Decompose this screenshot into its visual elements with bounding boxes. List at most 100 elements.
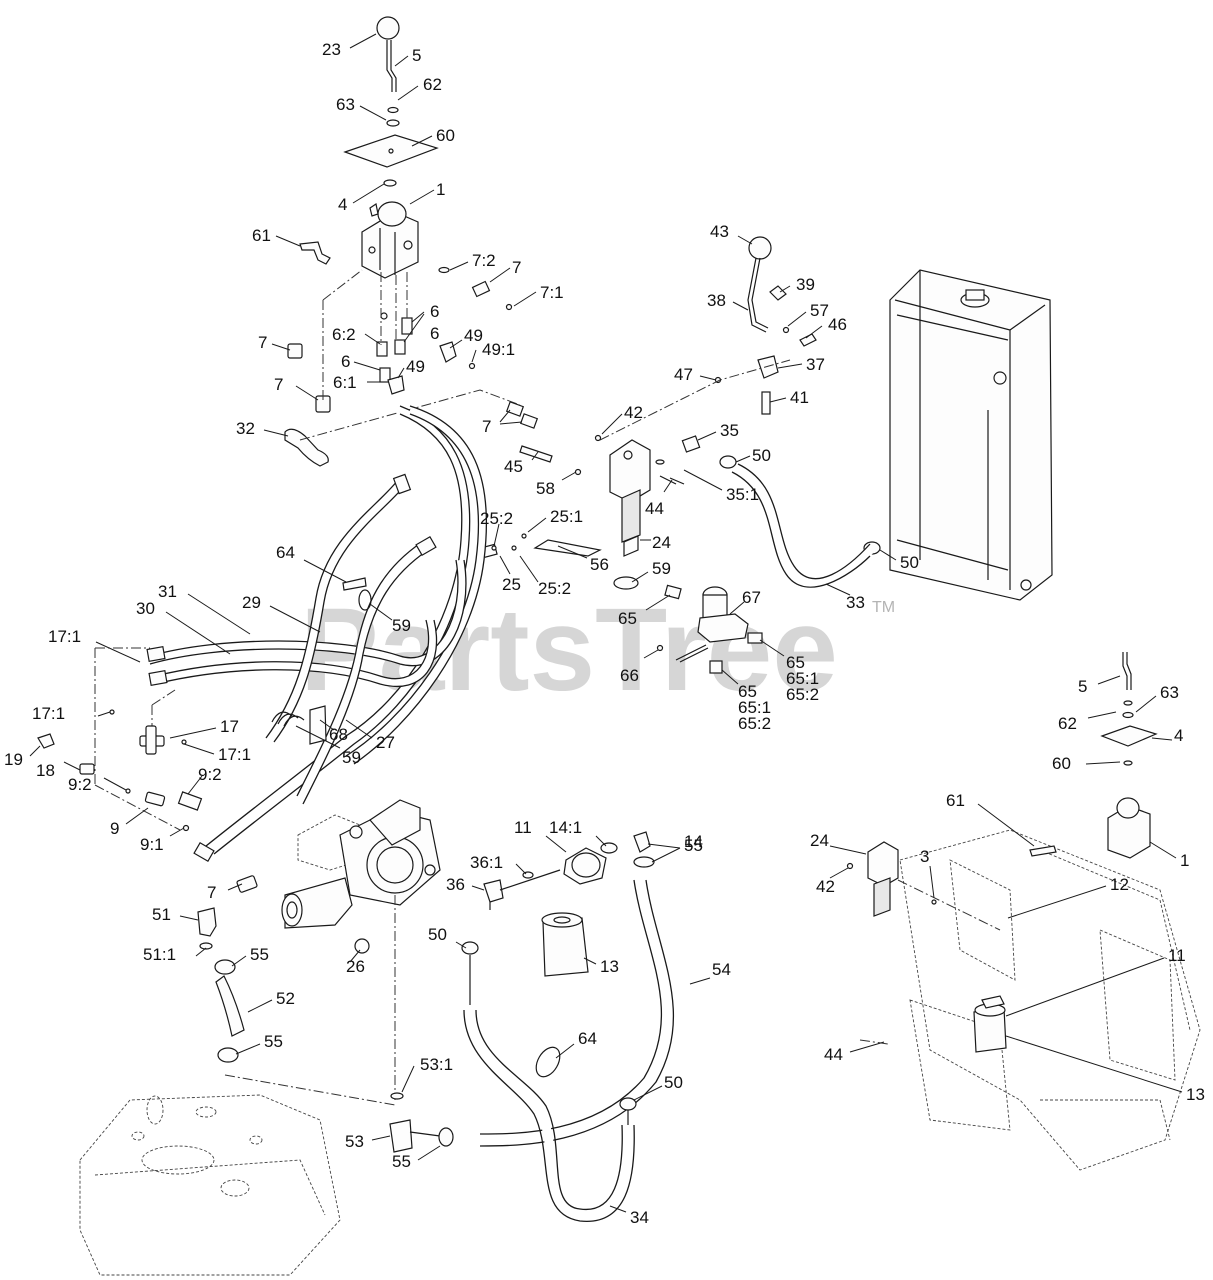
part-label: 7:1	[540, 283, 564, 302]
part-label: 62	[1058, 714, 1077, 733]
part-label: 25:2	[480, 509, 513, 528]
part-label: 33	[846, 593, 865, 612]
part-label: 17	[220, 717, 239, 736]
part-label: 7	[207, 883, 216, 902]
part-label: 17:1	[218, 745, 251, 764]
part-label: 49	[464, 326, 483, 345]
part-label: 19	[4, 750, 23, 769]
part-label: 4	[338, 195, 347, 214]
part-label: 53:1	[420, 1055, 453, 1074]
part-label: 44	[824, 1045, 843, 1064]
hoses-upper	[146, 405, 874, 855]
part-label: 7	[274, 375, 283, 394]
part-label: 65:2	[738, 714, 771, 733]
part-label: 44	[645, 499, 664, 518]
part-label: 11	[514, 818, 532, 837]
part-label: 7	[258, 333, 267, 352]
part-label: 36:1	[470, 853, 503, 872]
part-label: 61	[946, 791, 965, 810]
part-label: 42	[624, 403, 643, 422]
part-label: 56	[590, 555, 609, 574]
part-label: 6:2	[332, 325, 356, 344]
part-label: 52	[276, 989, 295, 1008]
part-label: 42	[816, 877, 835, 896]
part-label: 37	[806, 355, 825, 374]
part-label: 7	[482, 417, 491, 436]
part-label: 63	[336, 95, 355, 114]
engine-tank-ghost	[79, 1094, 341, 1276]
part-label: 61	[252, 226, 271, 245]
part-label: 25:2	[538, 579, 571, 598]
part-label: 35	[720, 421, 739, 440]
part-label: 7	[512, 258, 521, 277]
part-label: 55	[684, 836, 703, 855]
part-label: 6	[430, 302, 439, 321]
part-label: 13	[1186, 1085, 1205, 1104]
part-label: 9:2	[68, 775, 92, 794]
part-label: 12	[1110, 875, 1129, 894]
part-label: 30	[136, 599, 155, 618]
part-label: 11	[1168, 946, 1186, 965]
part-label: 9:1	[140, 835, 164, 854]
part-label: 24	[652, 533, 671, 552]
part-label: 7:2	[472, 251, 496, 270]
solenoid-valve	[656, 584, 763, 674]
part-label: 43	[710, 222, 729, 241]
part-label: 36	[446, 875, 465, 894]
part-label: 26	[346, 957, 365, 976]
part-label: 17:1	[32, 704, 65, 723]
part-label: 59	[652, 559, 671, 578]
part-label: 50	[900, 553, 919, 572]
part-label: 49:1	[482, 340, 515, 359]
part-label: 47	[674, 365, 693, 384]
watermark-text: PartsTree	[300, 584, 838, 716]
part-label: 65	[738, 682, 757, 701]
part-label: 50	[664, 1073, 683, 1092]
part-label: 1	[436, 180, 445, 199]
part-label: 55	[392, 1152, 411, 1171]
part-label: 6	[341, 352, 350, 371]
part-label: 54	[712, 960, 731, 979]
part-label: 6:1	[333, 373, 357, 392]
part-label: 50	[752, 446, 771, 465]
part-label: 38	[707, 291, 726, 310]
radiator	[889, 269, 1053, 601]
watermark-trademark: TM	[872, 599, 895, 616]
hydraulic-pump	[236, 799, 441, 1100]
part-label: 62	[423, 75, 442, 94]
part-label: 60	[1052, 754, 1071, 773]
control-lever-assembly-top	[284, 16, 521, 467]
part-label: 25:1	[550, 507, 583, 526]
part-label: 59	[392, 616, 411, 635]
part-label: 14	[684, 832, 703, 851]
part-label: 45	[504, 457, 523, 476]
part-label: 65:1	[786, 669, 819, 688]
part-label: 59	[342, 748, 361, 767]
part-label: 31	[158, 582, 177, 601]
part-label: 60	[436, 126, 455, 145]
part-label: 49	[406, 357, 425, 376]
part-label: 53	[345, 1132, 364, 1151]
part-label: 67	[742, 588, 761, 607]
part-label: 1	[1180, 851, 1189, 870]
part-label: 63	[1160, 683, 1179, 702]
hoses-lower	[389, 879, 675, 1222]
part-label: 5	[1078, 677, 1087, 696]
part-label: 46	[828, 315, 847, 334]
part-label: 58	[536, 479, 555, 498]
part-label: 3	[920, 847, 929, 866]
part-label: 4	[1174, 726, 1183, 745]
part-label: 68	[329, 725, 348, 744]
leader-lines	[29, 33, 1183, 1213]
part-label: 6	[430, 324, 439, 343]
part-label: 65	[786, 653, 805, 672]
inset-frame-detail	[846, 652, 1201, 1171]
part-label: 13	[600, 957, 619, 976]
part-label: 65	[618, 609, 637, 628]
part-label: 66	[620, 666, 639, 685]
part-label: 35:1	[726, 485, 759, 504]
part-label: 50	[428, 925, 447, 944]
part-label: 17:1	[48, 627, 81, 646]
part-label: 65:1	[738, 698, 771, 717]
